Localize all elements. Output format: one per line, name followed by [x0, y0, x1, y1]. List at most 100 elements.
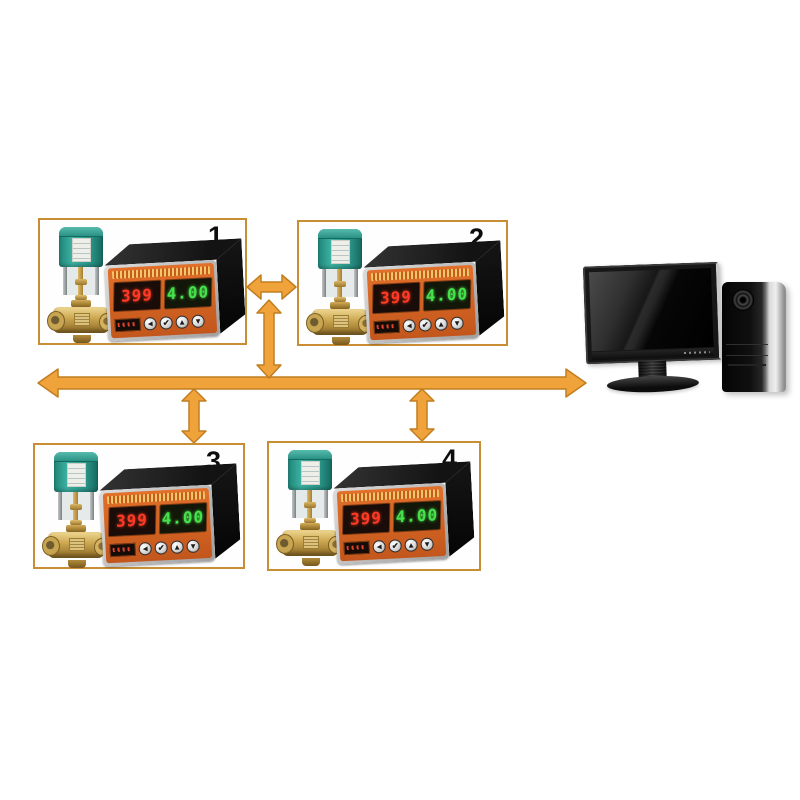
valve-actuator [54, 452, 98, 492]
shift-button-icon: ◄ [138, 541, 152, 556]
sv-display: 4.00 [392, 500, 441, 533]
tower-power-button [732, 289, 754, 311]
valve-port-bottom [302, 558, 320, 566]
digital-controller: 399 4.00 ◄ ✔ ▲ ▼ [360, 238, 505, 347]
valve-nameplate [74, 313, 90, 326]
unit-box-3: 3 [33, 443, 245, 569]
controller-keys-row: ◄ ✔ ▲ ▼ [109, 535, 208, 560]
bus-arrow [37, 368, 587, 398]
controller-front-panel: 399 4.00 ◄ ✔ ▲ ▼ [104, 259, 221, 342]
valve-port-bottom [68, 560, 86, 568]
valve-body [47, 307, 115, 343]
pc-monitor-icon [582, 261, 727, 397]
shift-button-icon: ◄ [143, 316, 157, 331]
valve-body [42, 532, 110, 568]
link-arrow-unit1-unit2 [246, 274, 297, 300]
down-button-icon: ▼ [191, 313, 205, 328]
valve-bonnet [70, 520, 82, 525]
enter-button-icon: ✔ [388, 538, 402, 553]
valve-nameplate [303, 536, 319, 549]
controller-front-panel: 399 4.00 ◄ ✔ ▲ ▼ [363, 261, 480, 344]
controller-displays: 399 4.00 [371, 279, 471, 315]
sv-display: 4.00 [422, 279, 471, 312]
up-button-icon: ▲ [175, 314, 189, 329]
actuator-nameplate [72, 238, 91, 262]
link-arrow-bus-unit3 [181, 388, 207, 444]
tower-slot [728, 364, 766, 366]
valve-yoke [63, 267, 99, 295]
valve-bonnet [304, 518, 316, 523]
valve-bonnet-flange [300, 523, 320, 530]
yoke-rod [63, 267, 67, 295]
pv-display: 399 [107, 504, 156, 538]
actuator-cap [318, 229, 362, 239]
controller-displays: 399 4.00 [107, 502, 207, 538]
up-button-icon: ▲ [434, 316, 448, 331]
link-arrow-bus-unit4 [409, 388, 435, 442]
valve-port-left [306, 313, 324, 333]
mini-display [109, 542, 137, 557]
controller-bezel: 399 4.00 ◄ ✔ ▲ ▼ [107, 262, 218, 339]
actuator-cap [59, 227, 103, 237]
link-arrow-junction-bus [256, 299, 282, 379]
down-button-icon: ▼ [420, 536, 434, 551]
motorized-valve-icon [276, 450, 344, 566]
valve-body [306, 309, 374, 345]
up-button-icon: ▲ [404, 537, 418, 552]
actuator-cap [54, 452, 98, 462]
motorized-valve-icon [306, 229, 374, 345]
yoke-rod [354, 269, 358, 297]
mini-display [343, 540, 371, 555]
digital-controller: 399 4.00 ◄ ✔ ▲ ▼ [101, 236, 246, 345]
sv-display: 4.00 [158, 502, 207, 535]
motorized-valve-icon [42, 452, 110, 568]
valve-yoke [292, 490, 328, 518]
shift-button-icon: ◄ [402, 318, 416, 333]
enter-button-icon: ✔ [418, 317, 432, 332]
controller-keys-row: ◄ ✔ ▲ ▼ [373, 312, 472, 337]
monitor-screen [588, 268, 714, 352]
enter-button-icon: ✔ [154, 540, 168, 555]
controller-bezel: 399 4.00 ◄ ✔ ▲ ▼ [336, 485, 447, 562]
mini-display [373, 319, 401, 334]
stem-nut [334, 281, 346, 287]
actuator-nameplate [331, 240, 350, 264]
valve-port-left [47, 311, 65, 331]
unit-box-4: 4 [267, 441, 481, 571]
yoke-rod [58, 492, 62, 520]
controller-front-panel: 399 4.00 ◄ ✔ ▲ ▼ [333, 482, 450, 565]
yoke-rod [322, 269, 326, 297]
valve-port-left [42, 536, 60, 556]
controller-bezel: 399 4.00 ◄ ✔ ▲ ▼ [366, 264, 477, 341]
digital-controller: 399 4.00 ◄ ✔ ▲ ▼ [96, 461, 241, 570]
stem-nut [304, 502, 316, 508]
pv-display: 399 [371, 281, 420, 315]
pv-display: 399 [112, 279, 161, 313]
valve-body [276, 530, 344, 566]
valve-port-bottom [332, 337, 350, 345]
controller-bezel: 399 4.00 ◄ ✔ ▲ ▼ [102, 487, 213, 564]
yoke-rod [90, 492, 94, 520]
yoke-rod [324, 490, 328, 518]
pv-display: 399 [341, 502, 390, 536]
valve-bonnet-flange [71, 300, 91, 307]
down-button-icon: ▼ [186, 538, 200, 553]
valve-actuator [59, 227, 103, 267]
shift-button-icon: ◄ [372, 539, 386, 554]
valve-bonnet-flange [330, 302, 350, 309]
unit-box-1: 1 [38, 218, 247, 345]
monitor-frame [582, 261, 723, 365]
valve-port-left [276, 534, 294, 554]
sv-display: 4.00 [163, 277, 212, 310]
digital-controller: 399 4.00 ◄ ✔ ▲ ▼ [330, 459, 475, 568]
valve-actuator [318, 229, 362, 269]
valve-bonnet [75, 295, 87, 300]
pc-tower-icon [722, 282, 786, 392]
mini-display [114, 317, 142, 332]
controller-displays: 399 4.00 [112, 277, 212, 313]
valve-yoke [322, 269, 358, 297]
valve-nameplate [333, 315, 349, 328]
valve-bonnet-flange [66, 525, 86, 532]
actuator-nameplate [67, 463, 86, 487]
